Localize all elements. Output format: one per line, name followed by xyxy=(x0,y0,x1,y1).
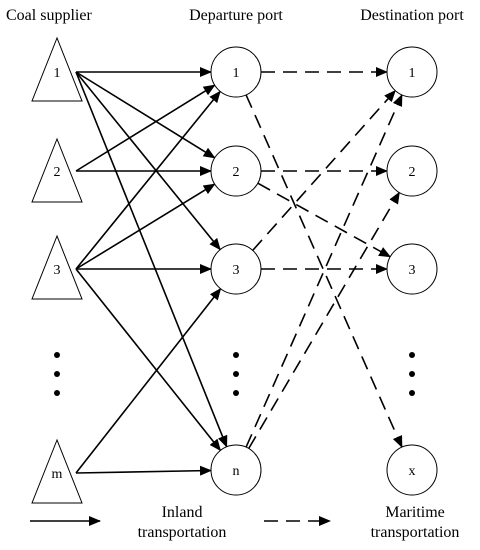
departure-node-2: 2 xyxy=(210,145,262,197)
legend-inland-line1: Inland xyxy=(162,504,203,521)
destination-ellipsis xyxy=(409,352,415,396)
supplier-node-2: 2 xyxy=(31,137,83,203)
header-departure-port: Departure port xyxy=(189,7,283,24)
inland-edge-3-to-2 xyxy=(75,183,216,270)
destination-label-1: 1 xyxy=(409,66,416,81)
inland-edge-m-to-3 xyxy=(75,287,222,474)
destination-label-3: 3 xyxy=(409,263,416,278)
destination-label-2: 2 xyxy=(409,165,416,180)
departure-label-2: 2 xyxy=(233,165,240,180)
departure-node-n: n xyxy=(210,444,262,496)
supplier-label-1: 1 xyxy=(54,66,61,81)
inland-edge-3-to-1 xyxy=(75,90,221,270)
maritime-edge-n-to-1 xyxy=(245,93,403,448)
inland-edge-2-to-1 xyxy=(75,84,216,172)
departure-label-3: 3 xyxy=(233,263,240,278)
supplier-node-m: m xyxy=(31,438,83,504)
destination-label-x: x xyxy=(409,464,416,479)
supplier-node-1: 1 xyxy=(31,36,83,102)
legend-maritime-line1: Maritime xyxy=(385,504,445,521)
departure-ellipsis xyxy=(233,352,239,396)
inland-edge-1-to-n xyxy=(75,71,228,448)
destination-node-3: 3 xyxy=(386,243,438,295)
departure-label-1: 1 xyxy=(233,66,240,81)
supplier-node-3: 3 xyxy=(31,234,83,300)
inland-edge-m-to-n xyxy=(75,465,212,476)
legend: Inland transportation Maritime transport… xyxy=(30,504,459,541)
header-destination-port: Destination port xyxy=(360,7,464,24)
departure-node-1: 1 xyxy=(210,46,262,98)
destination-node-2: 2 xyxy=(386,145,438,197)
maritime-edge-n-to-2 xyxy=(248,191,400,449)
supplier-label-m: m xyxy=(52,467,63,482)
maritime-edge-2-to-3 xyxy=(257,182,392,258)
supplier-label-2: 2 xyxy=(54,165,61,180)
supplier-ellipsis xyxy=(54,352,60,396)
maritime-edge-1-to-x xyxy=(245,94,403,449)
maritime-edge-3-to-1 xyxy=(252,89,396,251)
supplier-label-3: 3 xyxy=(54,263,61,278)
edge-layer xyxy=(75,67,403,476)
header-coal-supplier: Coal supplier xyxy=(6,7,92,24)
departure-label-n: n xyxy=(233,464,240,479)
destination-node-x: x xyxy=(386,444,438,496)
legend-inland-line2: transportation xyxy=(138,524,227,541)
inland-edge-1-to-3 xyxy=(75,71,221,251)
inland-edge-3-to-n xyxy=(75,268,222,452)
legend-maritime-line2: transportation xyxy=(371,524,460,541)
inland-edge-1-to-2 xyxy=(75,71,216,159)
destination-node-1: 1 xyxy=(386,46,438,98)
departure-node-3: 3 xyxy=(210,243,262,295)
